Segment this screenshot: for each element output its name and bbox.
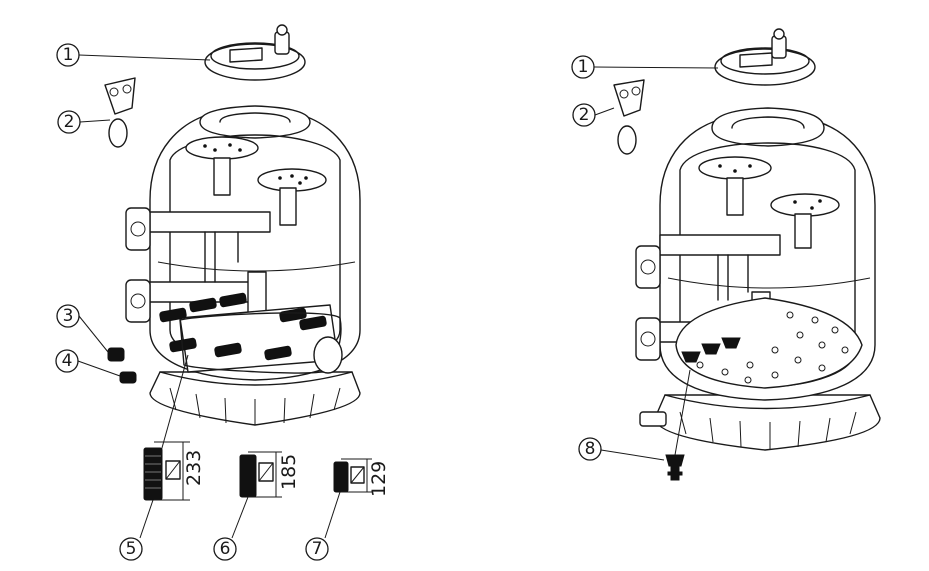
left-flanges: [125, 207, 151, 323]
right-filter: [600, 28, 881, 481]
left-laterals: [159, 292, 343, 374]
lateral-6: [231, 451, 282, 539]
callout-left-7: 7: [305, 537, 329, 561]
left-diffusers: [185, 136, 327, 192]
callout-left-3: 3: [56, 304, 80, 328]
left-small-parts: [107, 347, 137, 384]
left-base: [149, 371, 361, 426]
callout-left-5: 5: [119, 537, 143, 561]
left-bracket: [104, 77, 136, 148]
callout-label: 2: [579, 105, 590, 125]
right-flanges: [635, 245, 661, 361]
right-drain-valve: [639, 411, 667, 427]
callout-label: 8: [585, 439, 596, 459]
dimension-129: 129: [368, 461, 390, 497]
callout-left-1: 1: [56, 43, 80, 67]
right-base: [654, 394, 881, 451]
left-filter: [104, 24, 361, 481]
leader-lines: [77, 54, 719, 377]
callout-right-8: 8: [578, 437, 602, 461]
callout-left-6: 6: [213, 537, 237, 561]
callout-left-4: 4: [55, 349, 79, 373]
right-false-floor: [675, 297, 863, 389]
callout-label: 6: [220, 539, 231, 559]
right-diffusers: [698, 156, 840, 217]
left-lid: [204, 24, 306, 81]
lateral-7: [324, 458, 372, 539]
part-8-nozzle: [665, 454, 685, 481]
right-collar: [711, 107, 825, 147]
callout-label: 4: [62, 351, 73, 371]
callout-label: 3: [63, 306, 74, 326]
left-collar: [199, 105, 311, 139]
lateral-5: [139, 441, 190, 539]
right-lid: [714, 28, 816, 86]
callout-label: 2: [64, 112, 75, 132]
right-bracket: [613, 79, 645, 155]
callout-left-2: 2: [57, 110, 81, 134]
dimension-233: 233: [183, 450, 205, 486]
callout-label: 5: [126, 539, 137, 559]
callout-label: 1: [63, 45, 74, 65]
callout-right-2: 2: [572, 103, 596, 127]
callout-label: 1: [578, 57, 589, 77]
callout-label: 7: [312, 539, 323, 559]
dimension-185: 185: [278, 454, 300, 490]
callout-right-1: 1: [571, 55, 595, 79]
